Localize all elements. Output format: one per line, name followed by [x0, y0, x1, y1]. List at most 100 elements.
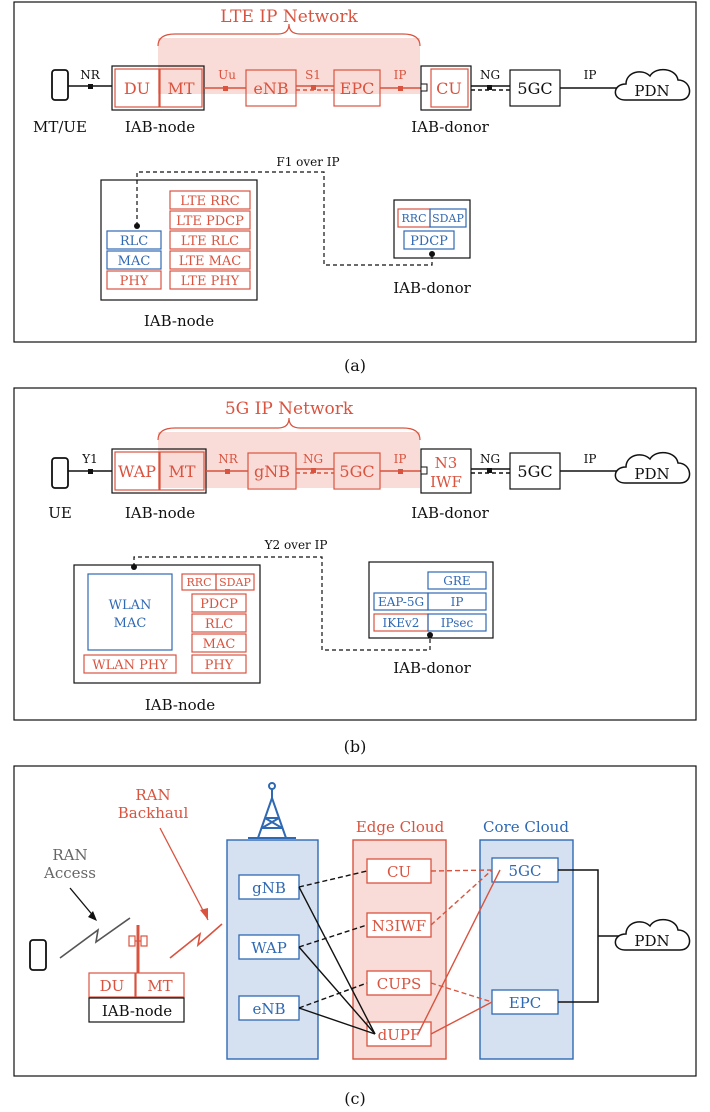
wlan-phy: WLAN PHY — [92, 658, 168, 673]
wlan-mac-label-1: WLAN — [109, 598, 152, 613]
ran-access-label-1: RAN — [52, 846, 87, 864]
cups-box — [366, 970, 432, 996]
node-stack-mac: MAC — [118, 254, 151, 269]
mt-box — [159, 68, 203, 108]
iab-node-label: IAB-node — [125, 118, 195, 136]
phone-icon — [51, 457, 69, 489]
node-stack-caption: IAB-node — [144, 312, 214, 330]
lte-rlc-box — [169, 230, 251, 250]
mt-box — [159, 451, 205, 491]
du-label: DU — [100, 977, 125, 995]
5g-network-title: 5G IP Network — [225, 399, 354, 419]
ran-backhaul-arrow — [159, 827, 209, 921]
donor-sdap: SDAP — [432, 212, 464, 225]
pdn-label: PDN — [634, 465, 669, 483]
ip: IP — [451, 595, 464, 609]
wlan-mac-box — [87, 573, 173, 651]
panel-a-frame — [13, 1, 697, 343]
f1-endpoint-donor — [429, 251, 435, 257]
lte-mac: LTE MAC — [179, 254, 242, 269]
nr-label: NR — [80, 68, 101, 82]
panel-b-frame — [13, 387, 697, 721]
donor-stack-caption: IAB-donor — [393, 659, 471, 677]
pdn-cloud-icon — [614, 918, 691, 951]
wap-label: WAP — [118, 462, 156, 481]
lte-phy: LTE PHY — [181, 274, 240, 289]
phone-icon — [29, 939, 47, 971]
mac-box — [191, 633, 247, 653]
core-cloud-label: Core Cloud — [483, 818, 569, 836]
uu-label: Uu — [218, 68, 236, 82]
du-box — [88, 972, 136, 998]
wap-box — [114, 451, 160, 491]
caption-c: (c) — [344, 1089, 365, 1108]
nr-label: NR — [218, 452, 239, 466]
eap-5g: EAP-5G — [378, 595, 424, 609]
y1-label: Y1 — [81, 452, 98, 466]
node-stack-rlc-box — [106, 230, 162, 250]
lte-rrc-box — [169, 190, 251, 210]
mt-label: MT — [147, 977, 172, 995]
gnb-box — [238, 874, 300, 900]
panel-c-frame — [13, 765, 697, 1077]
rrc: RRC — [187, 576, 212, 589]
wap-dupf-link — [298, 946, 376, 1035]
cu-box — [430, 68, 469, 108]
5g-network-brace — [157, 417, 421, 441]
gre: GRE — [443, 574, 470, 588]
pdn-label: PDN — [634, 82, 669, 100]
sdap-box — [215, 573, 255, 591]
iab-donor-label: IAB-donor — [411, 118, 489, 136]
ran-backhaul-label-2: Backhaul — [118, 804, 189, 822]
f1-over-ip-label: F1 over IP — [276, 155, 339, 169]
core-5gc-label: 5GC — [517, 462, 552, 481]
node-stack-phy: PHY — [120, 274, 149, 289]
edge-cloud-label: Edge Cloud — [356, 818, 445, 836]
mac: MAC — [203, 637, 236, 652]
mt-label: MT — [168, 462, 195, 481]
enb-box — [238, 995, 300, 1021]
dupf-5gc-link — [417, 869, 501, 1035]
node-stack-rlc: RLC — [120, 234, 148, 249]
iab-donor-label: IAB-donor — [411, 504, 489, 522]
gnb-label: gNB — [252, 879, 286, 897]
lte-rlc: LTE RLC — [181, 234, 239, 249]
ip-label-red: IP — [394, 452, 407, 466]
panel-c: Edge Cloud Core Cloud gNB WAP eNB CU N3I… — [13, 765, 697, 1077]
ng-label: NG — [480, 68, 500, 82]
cu-5gc-link — [430, 869, 493, 872]
ng-label: NG — [480, 452, 500, 466]
n3iwf-label: N3IWF — [372, 917, 426, 935]
lte-mac-box — [169, 250, 251, 270]
caption-b: (b) — [344, 737, 367, 756]
wap-n3iwf-link — [298, 924, 368, 948]
ip-box — [427, 592, 487, 611]
ran-backhaul-label-1: RAN — [135, 786, 170, 804]
cu-label: CU — [387, 863, 411, 881]
caption-a: (a) — [344, 356, 366, 375]
enb-cups-link — [298, 982, 368, 1009]
enb-label: eNB — [253, 79, 288, 98]
5g-network-area — [158, 432, 420, 488]
access-wireless-link — [59, 917, 131, 959]
ng-dot — [487, 468, 492, 473]
mt-box — [135, 972, 185, 998]
ue-label: UE — [48, 504, 72, 522]
ran-tower-icon — [248, 782, 296, 839]
y2-endpoint-donor — [427, 632, 433, 638]
ng-dot — [487, 85, 492, 90]
ip-label-black: IP — [584, 452, 597, 466]
y2-over-ip-path — [133, 556, 431, 651]
ran-backhaul-arrowhead — [200, 908, 208, 920]
donor-stack-box — [393, 199, 471, 259]
donor-stack-caption: IAB-donor — [393, 279, 471, 297]
lte-pdcp: LTE PDCP — [176, 214, 244, 229]
ng-label-red: NG — [303, 452, 323, 466]
ran-access-arrow — [69, 887, 96, 919]
dupf-box — [366, 1021, 432, 1047]
ip-label-black: IP — [584, 68, 597, 82]
ipsec-box — [427, 613, 487, 632]
gre-box — [427, 571, 487, 590]
donor-pdcp: PDCP — [410, 234, 448, 249]
